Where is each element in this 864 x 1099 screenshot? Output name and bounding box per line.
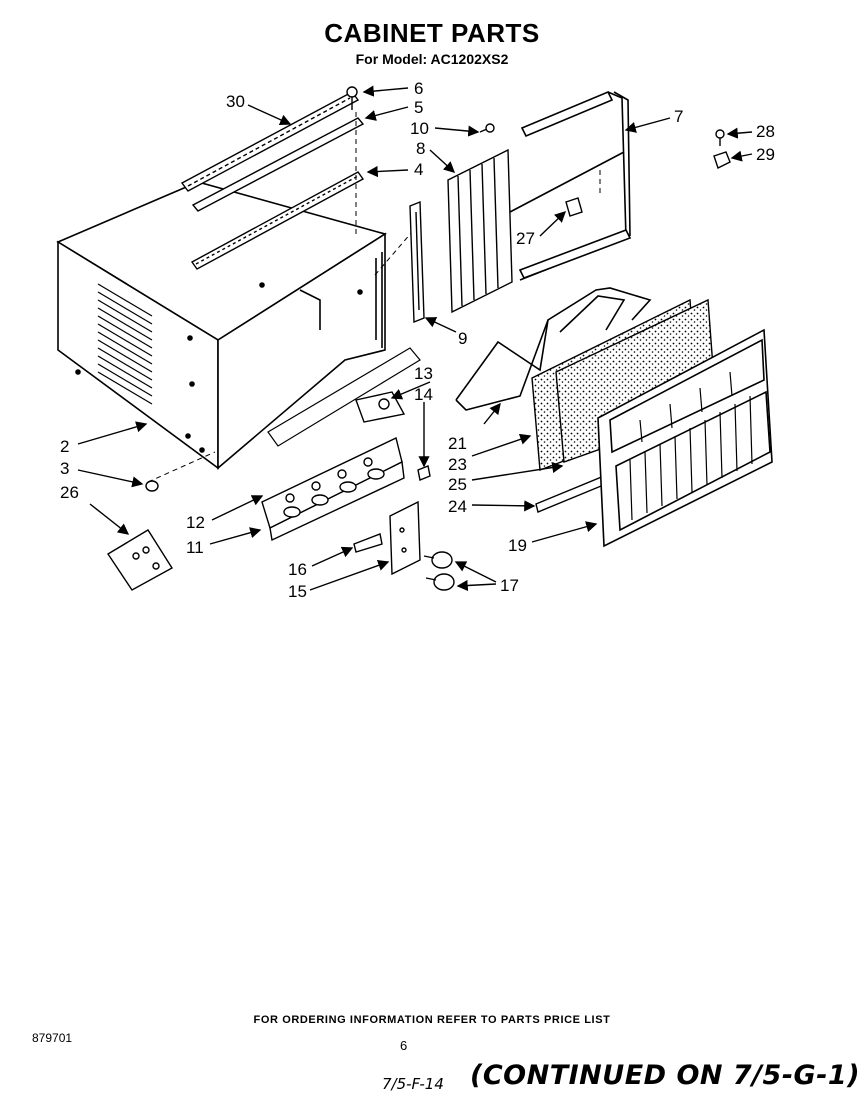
ordering-information-note: FOR ORDERING INFORMATION REFER TO PARTS … bbox=[253, 1014, 611, 1026]
callout-16: 16 bbox=[288, 560, 307, 579]
page-title: CABINET PARTS bbox=[324, 18, 540, 48]
callout-6: 6 bbox=[414, 79, 423, 98]
callout-15: 15 bbox=[288, 582, 307, 601]
side-panel-9 bbox=[409, 200, 425, 324]
callout-28: 28 bbox=[756, 122, 775, 141]
screw-3-icon bbox=[145, 480, 159, 492]
callout-19: 19 bbox=[508, 536, 527, 555]
callout-21: 21 bbox=[448, 434, 467, 453]
callout-5: 5 bbox=[414, 98, 423, 117]
bushing-16-icon bbox=[353, 533, 383, 553]
callout-27: 27 bbox=[516, 229, 535, 248]
callout-11: 11 bbox=[186, 538, 204, 557]
callout-12: 12 bbox=[186, 513, 205, 532]
callout-26: 26 bbox=[60, 483, 79, 502]
frame-7 bbox=[509, 90, 632, 281]
model-subtitle: For Model: AC1202XS2 bbox=[355, 51, 509, 67]
clip-29-icon bbox=[713, 151, 731, 169]
callout-24: 24 bbox=[448, 497, 467, 516]
top-rails bbox=[180, 91, 365, 270]
document-number: 879701 bbox=[32, 1031, 73, 1045]
callout-8: 8 bbox=[416, 139, 425, 158]
page-number: 6 bbox=[400, 1038, 408, 1053]
callout-4: 4 bbox=[414, 160, 423, 179]
bumper-27-icon bbox=[565, 197, 583, 217]
knob-17-icon bbox=[423, 551, 455, 591]
control-housing-12-11 bbox=[261, 436, 405, 542]
strip-24 bbox=[535, 475, 607, 513]
control-bracket-13 bbox=[355, 391, 406, 423]
callout-7: 7 bbox=[674, 107, 683, 126]
continued-on-note: (CONTINUED ON 7/5-G-1) bbox=[470, 1060, 861, 1091]
callout-30: 30 bbox=[226, 92, 245, 111]
callout-9: 9 bbox=[458, 329, 467, 348]
callout-25: 25 bbox=[448, 475, 467, 494]
callout-13: 13 bbox=[414, 364, 433, 383]
callout-2: 2 bbox=[60, 437, 69, 456]
callout-10: 10 bbox=[410, 119, 429, 138]
front-grille-19 bbox=[597, 328, 773, 548]
callout-3: 3 bbox=[60, 459, 69, 478]
wiring-label-26 bbox=[107, 529, 173, 591]
clip-14-icon bbox=[417, 465, 431, 481]
exploded-parts-diagram: 30 6 5 10 8 4 7 28 29 27 9 13 14 2 3 26 … bbox=[56, 79, 775, 601]
side-seal-8 bbox=[447, 148, 513, 314]
cabinet-shell bbox=[56, 181, 387, 470]
callout-14: 14 bbox=[414, 385, 433, 404]
leader-arrows bbox=[77, 85, 753, 592]
callout-23: 23 bbox=[448, 455, 467, 474]
screw-10-icon bbox=[479, 123, 495, 133]
plate-15 bbox=[389, 500, 421, 576]
callout-labels: 30 6 5 10 8 4 7 28 29 27 9 13 14 2 3 26 … bbox=[60, 79, 775, 601]
screw-28-icon bbox=[715, 129, 725, 146]
callout-29: 29 bbox=[756, 145, 775, 164]
screw-6-icon bbox=[346, 86, 358, 110]
callout-17: 17 bbox=[500, 576, 519, 595]
handwritten-page-code: 7/5-F-14 bbox=[382, 1075, 444, 1093]
base-pan-outline bbox=[267, 347, 421, 447]
